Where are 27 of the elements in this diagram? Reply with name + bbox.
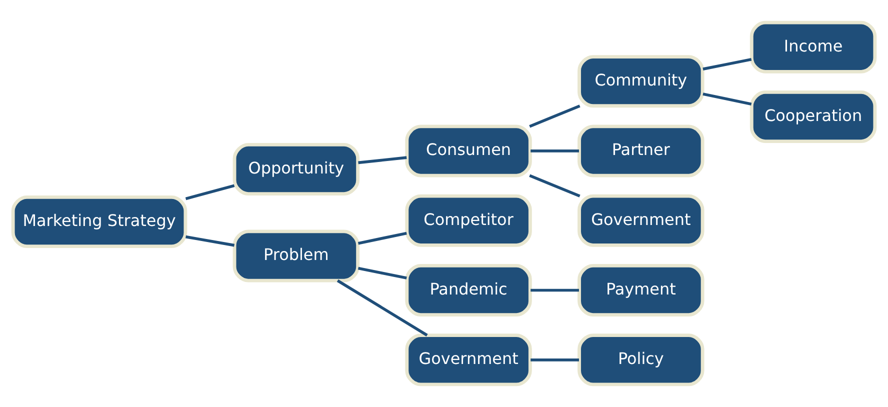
node-box: Cooperation	[750, 90, 877, 143]
node-box: Payment	[578, 264, 704, 317]
connector	[336, 279, 428, 336]
node-box: Opportunity	[232, 143, 360, 196]
connector	[358, 232, 407, 245]
node-box: Competitor	[405, 194, 532, 247]
connector	[529, 104, 580, 128]
node-box: Government	[405, 334, 532, 386]
connector	[702, 92, 752, 106]
node-box: Policy	[578, 334, 704, 386]
node-box: Marketing Strategy	[11, 196, 188, 248]
node-box: Government	[578, 194, 704, 247]
node-box: Community	[578, 55, 704, 108]
connector	[530, 358, 579, 362]
node-box: Income	[750, 20, 877, 74]
node-box: Consumen	[405, 124, 532, 178]
connector	[702, 58, 752, 70]
connector	[185, 184, 235, 200]
connector	[530, 150, 579, 152]
connector	[530, 288, 579, 292]
node-box: Problem	[232, 230, 360, 282]
connector	[358, 266, 407, 280]
node-box: Partner	[578, 124, 704, 178]
connector	[358, 156, 407, 164]
node-box: Pandemic	[405, 264, 532, 317]
connector	[186, 235, 235, 247]
connector	[529, 174, 580, 198]
